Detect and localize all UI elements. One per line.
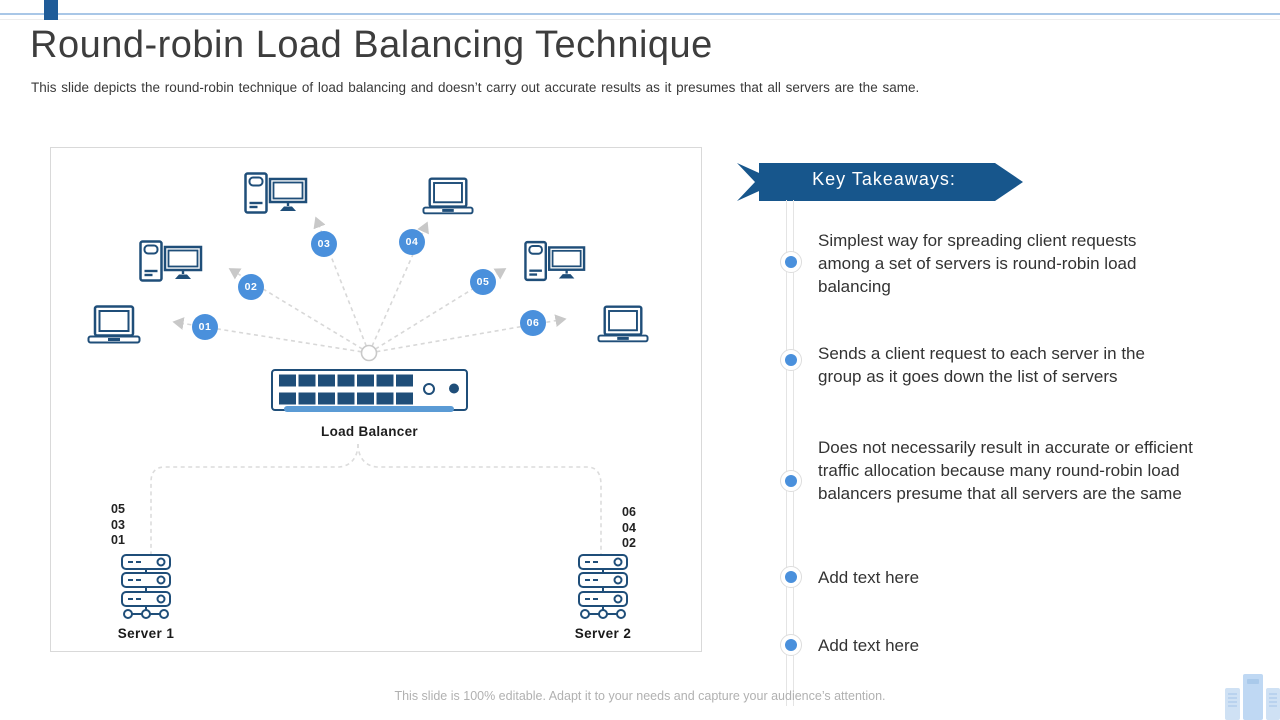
slide-subtitle: This slide depicts the round-robin techn… — [31, 80, 920, 95]
queue-number: 01 — [111, 533, 125, 547]
load-balancer-label: Load Balancer — [321, 424, 418, 439]
client-number-badge: 03 — [311, 231, 337, 257]
balancer-to-server-links — [150, 443, 602, 554]
top-accent-square — [44, 0, 58, 20]
top-accent-line — [0, 13, 1280, 15]
queue-number: 04 — [622, 520, 636, 535]
server-watermark-icon — [1225, 674, 1280, 720]
desktop-icon — [139, 240, 203, 282]
takeaway-item: Add text here — [818, 568, 920, 587]
client-number-badge: 06 — [520, 310, 546, 336]
server1-queue: 05 03 01 — [111, 502, 125, 549]
client-number-badge: 02 — [238, 274, 264, 300]
load-balancer-shadow — [284, 406, 454, 412]
bullet-marker — [780, 251, 802, 273]
takeaway-item: Does not necessarily result in accurate … — [818, 438, 1193, 503]
queue-number: 03 — [111, 517, 125, 532]
server-stack-icon — [578, 554, 628, 619]
server-stack-icon — [121, 554, 171, 619]
timeline-track — [786, 200, 794, 706]
takeaway-item: Sends a client request to each server in… — [818, 344, 1145, 386]
server2-label: Server 2 — [574, 626, 632, 641]
bullet-marker — [780, 349, 802, 371]
load-balancer-icon — [271, 369, 468, 411]
takeaways-heading: Key Takeaways: — [812, 169, 956, 189]
bullet-dot — [785, 354, 797, 366]
client-number-badge: 01 — [192, 314, 218, 340]
footer-note: This slide is 100% editable. Adapt it to… — [394, 689, 886, 703]
queue-number: 05 — [111, 502, 125, 516]
takeaway-item: Simplest way for spreading client reques… — [818, 231, 1137, 296]
takeaway-item: Add text here — [818, 636, 920, 655]
bullet-marker — [780, 566, 802, 588]
diagram-panel: 01 02 03 04 05 06 Load Balancer 05 03 01… — [50, 147, 702, 652]
banner-chevron-icon — [737, 163, 779, 201]
bullet-dot — [785, 475, 797, 487]
queue-number: 02 — [622, 536, 636, 550]
laptop-icon — [597, 305, 649, 343]
bullet-dot — [785, 571, 797, 583]
server2-queue: 06 04 02 — [622, 505, 636, 552]
page-title: Round-robin Load Balancing Technique — [30, 24, 713, 66]
desktop-icon — [244, 172, 308, 214]
laptop-icon — [422, 177, 474, 215]
client-number-badge: 04 — [399, 229, 425, 255]
bullet-marker — [780, 634, 802, 656]
desktop-icon — [524, 240, 586, 282]
top-accent-line-2 — [0, 19, 1280, 20]
client-number-badge: 05 — [470, 269, 496, 295]
bullet-dot — [785, 256, 797, 268]
request-lines — [172, 216, 567, 354]
server1-label: Server 1 — [117, 626, 175, 641]
laptop-icon — [87, 305, 141, 344]
takeaways-banner — [759, 163, 1023, 201]
hub-node — [360, 344, 378, 362]
bullet-dot — [785, 639, 797, 651]
queue-number: 06 — [622, 505, 636, 519]
bullet-marker — [780, 470, 802, 492]
